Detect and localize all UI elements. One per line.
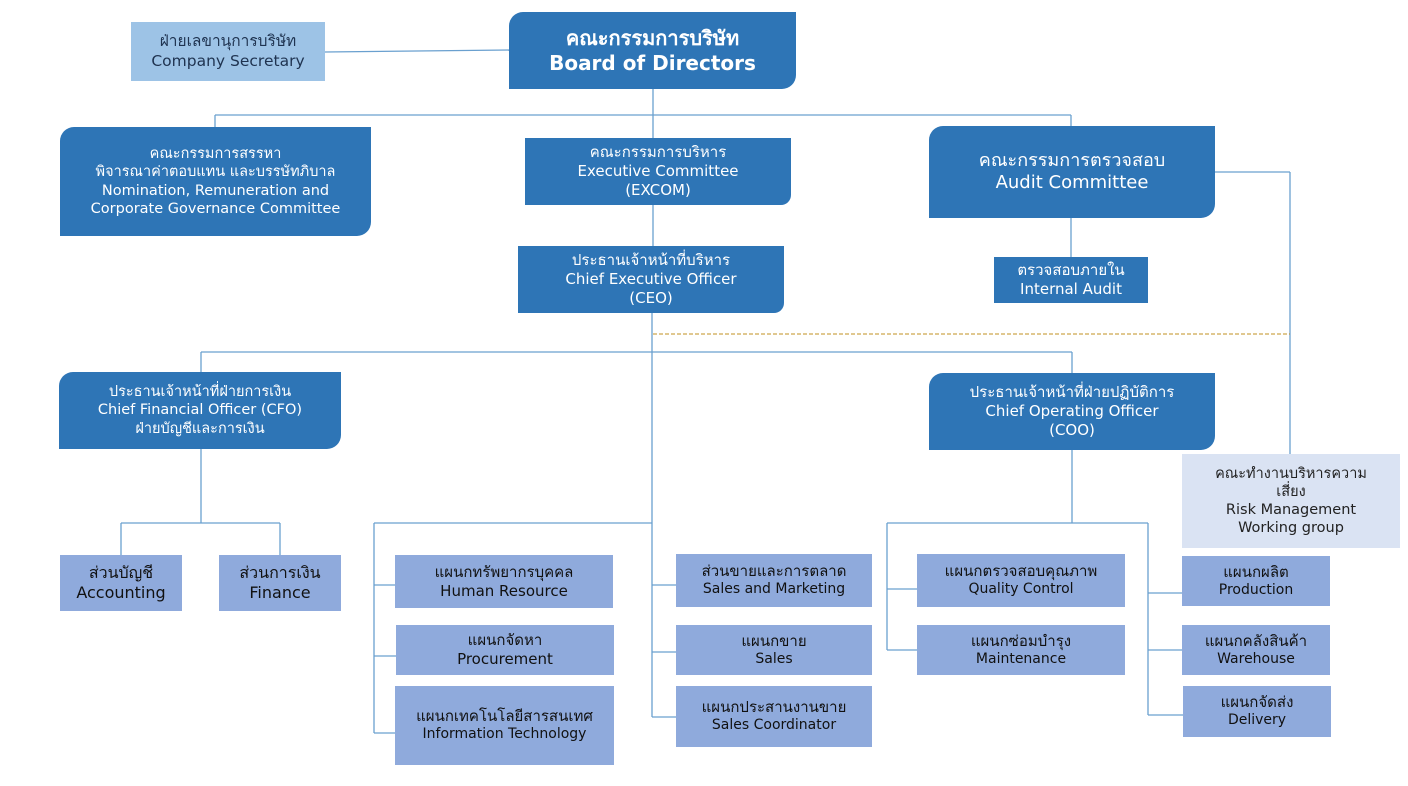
th-label: แผนกเทคโนโลยีสารสนเทศ xyxy=(416,707,593,726)
th-label: แผนกผลิต xyxy=(1223,562,1289,581)
en-label-2: Corporate Governance Committee xyxy=(90,200,341,217)
th-label: คณะทำงานบริหารความ xyxy=(1215,465,1367,482)
en-label: Company Secretary xyxy=(151,51,305,70)
en-label-2: (CEO) xyxy=(629,288,673,307)
en-label: Procurement xyxy=(457,650,553,668)
th-label: แผนกคลังสินค้า xyxy=(1204,631,1308,650)
th-label: ตรวจสอบภายใน xyxy=(1017,261,1125,280)
en-label: Sales Coordinator xyxy=(711,717,837,734)
quality-control-box: แผนกตรวจสอบคุณภาพ Quality Control xyxy=(917,554,1125,607)
executive-committee-box: คณะกรรมการบริหาร Executive Committee (EX… xyxy=(525,138,791,205)
th-label: คณะกรรมการบริษัท xyxy=(565,25,740,50)
th-label: แผนกทรัพยากรบุคคล xyxy=(434,562,574,581)
th-label: แผนกซ่อมบำรุง xyxy=(970,631,1072,650)
th-label: คณะกรรมการบริหาร xyxy=(589,143,727,162)
sales-box: แผนกขาย Sales xyxy=(676,625,872,675)
connector xyxy=(324,49,511,53)
en-label: Quality Control xyxy=(968,581,1074,598)
procurement-box: แผนกจัดหา Procurement xyxy=(396,625,614,675)
th-label: แผนกจัดหา xyxy=(467,631,543,650)
th-label-2: พิจารณาค่าตอบแทน และบรรษัทภิบาล xyxy=(95,164,336,181)
en-label: Delivery xyxy=(1227,712,1287,729)
ceo-box: ประธานเจ้าหน้าที่บริหาร Chief Executive … xyxy=(518,246,784,313)
en-label: Sales xyxy=(755,650,793,667)
en-label: Audit Committee xyxy=(995,172,1149,193)
en-label: Accounting xyxy=(76,583,166,602)
en-label: Risk Management xyxy=(1225,502,1357,518)
warehouse-box: แผนกคลังสินค้า Warehouse xyxy=(1182,625,1330,675)
th-label-2: เสี่ยง xyxy=(1276,483,1306,500)
en-label-2: (EXCOM) xyxy=(625,180,691,199)
th-label: ส่วนการเงิน xyxy=(239,563,321,582)
th-label: ประธานเจ้าหน้าที่ฝ่ายปฏิบัติการ xyxy=(969,383,1175,402)
th-label: ส่วนขายและการตลาด xyxy=(701,562,847,581)
risk-management-box: คณะทำงานบริหารความ เสี่ยง Risk Managemen… xyxy=(1182,454,1400,548)
th-label: คณะกรรมการตรวจสอบ xyxy=(978,149,1166,171)
coo-box: ประธานเจ้าหน้าที่ฝ่ายปฏิบัติการ Chief Op… xyxy=(929,373,1215,450)
en-label: Board of Directors xyxy=(549,50,756,75)
th-label: แผนกจัดส่ง xyxy=(1220,693,1294,712)
internal-audit-box: ตรวจสอบภายใน Internal Audit xyxy=(994,257,1148,303)
th-label: แผนกขาย xyxy=(741,631,807,650)
sales-coordinator-box: แผนกประสานงานขาย Sales Coordinator xyxy=(676,686,872,747)
en-label-2: (COO) xyxy=(1049,420,1095,439)
th-label: คณะกรรมการสรรหา xyxy=(149,146,282,163)
en-label: Maintenance xyxy=(975,650,1067,667)
nomination-committee-box: คณะกรรมการสรรหา พิจารณาค่าตอบแทน และบรรษ… xyxy=(60,127,371,236)
accounting-box: ส่วนบัญชี Accounting xyxy=(60,555,182,611)
sales-marketing-box: ส่วนขายและการตลาด Sales and Marketing xyxy=(676,554,872,607)
th-label: แผนกตรวจสอบคุณภาพ xyxy=(944,562,1098,581)
th-label-2: ฝ่ายบัญชีและการเงิน xyxy=(135,420,265,437)
en-label: Finance xyxy=(249,583,311,602)
en-label: Executive Committee xyxy=(577,162,739,181)
th-label: ฝ่ายเลขานุการบริษัท xyxy=(159,32,297,51)
en-label: Chief Operating Officer xyxy=(985,402,1159,421)
en-label: Internal Audit xyxy=(1020,280,1122,298)
en-label: Human Resource xyxy=(440,581,568,600)
en-label: Sales and Marketing xyxy=(702,581,846,598)
en-label: Nomination, Remuneration and xyxy=(101,182,330,199)
maintenance-box: แผนกซ่อมบำรุง Maintenance xyxy=(917,625,1125,675)
information-technology-box: แผนกเทคโนโลยีสารสนเทศ Information Techno… xyxy=(395,686,614,765)
en-label: Production xyxy=(1218,581,1294,598)
human-resource-box: แผนกทรัพยากรบุคคล Human Resource xyxy=(395,555,613,608)
th-label: ประธานเจ้าหน้าที่ฝ่ายการเงิน xyxy=(108,384,292,401)
company-secretary-box: ฝ่ายเลขานุการบริษัท Company Secretary xyxy=(131,22,325,81)
board-of-directors-box: คณะกรรมการบริษัท Board of Directors xyxy=(509,12,796,89)
en-label: Warehouse xyxy=(1217,650,1295,667)
th-label: ส่วนบัญชี xyxy=(88,563,154,582)
finance-box: ส่วนการเงิน Finance xyxy=(219,555,341,611)
en-label: Chief Financial Officer (CFO) xyxy=(97,402,303,419)
en-label-2: Working group xyxy=(1238,520,1344,537)
production-box: แผนกผลิต Production xyxy=(1182,556,1330,606)
delivery-box: แผนกจัดส่ง Delivery xyxy=(1183,686,1331,737)
cfo-box: ประธานเจ้าหน้าที่ฝ่ายการเงิน Chief Finan… xyxy=(59,372,341,449)
audit-committee-box: คณะกรรมการตรวจสอบ Audit Committee xyxy=(929,126,1215,218)
th-label: ประธานเจ้าหน้าที่บริหาร xyxy=(571,251,731,270)
th-label: แผนกประสานงานขาย xyxy=(701,698,847,717)
en-label: Chief Executive Officer xyxy=(565,270,737,289)
en-label: Information Technology xyxy=(422,726,587,743)
